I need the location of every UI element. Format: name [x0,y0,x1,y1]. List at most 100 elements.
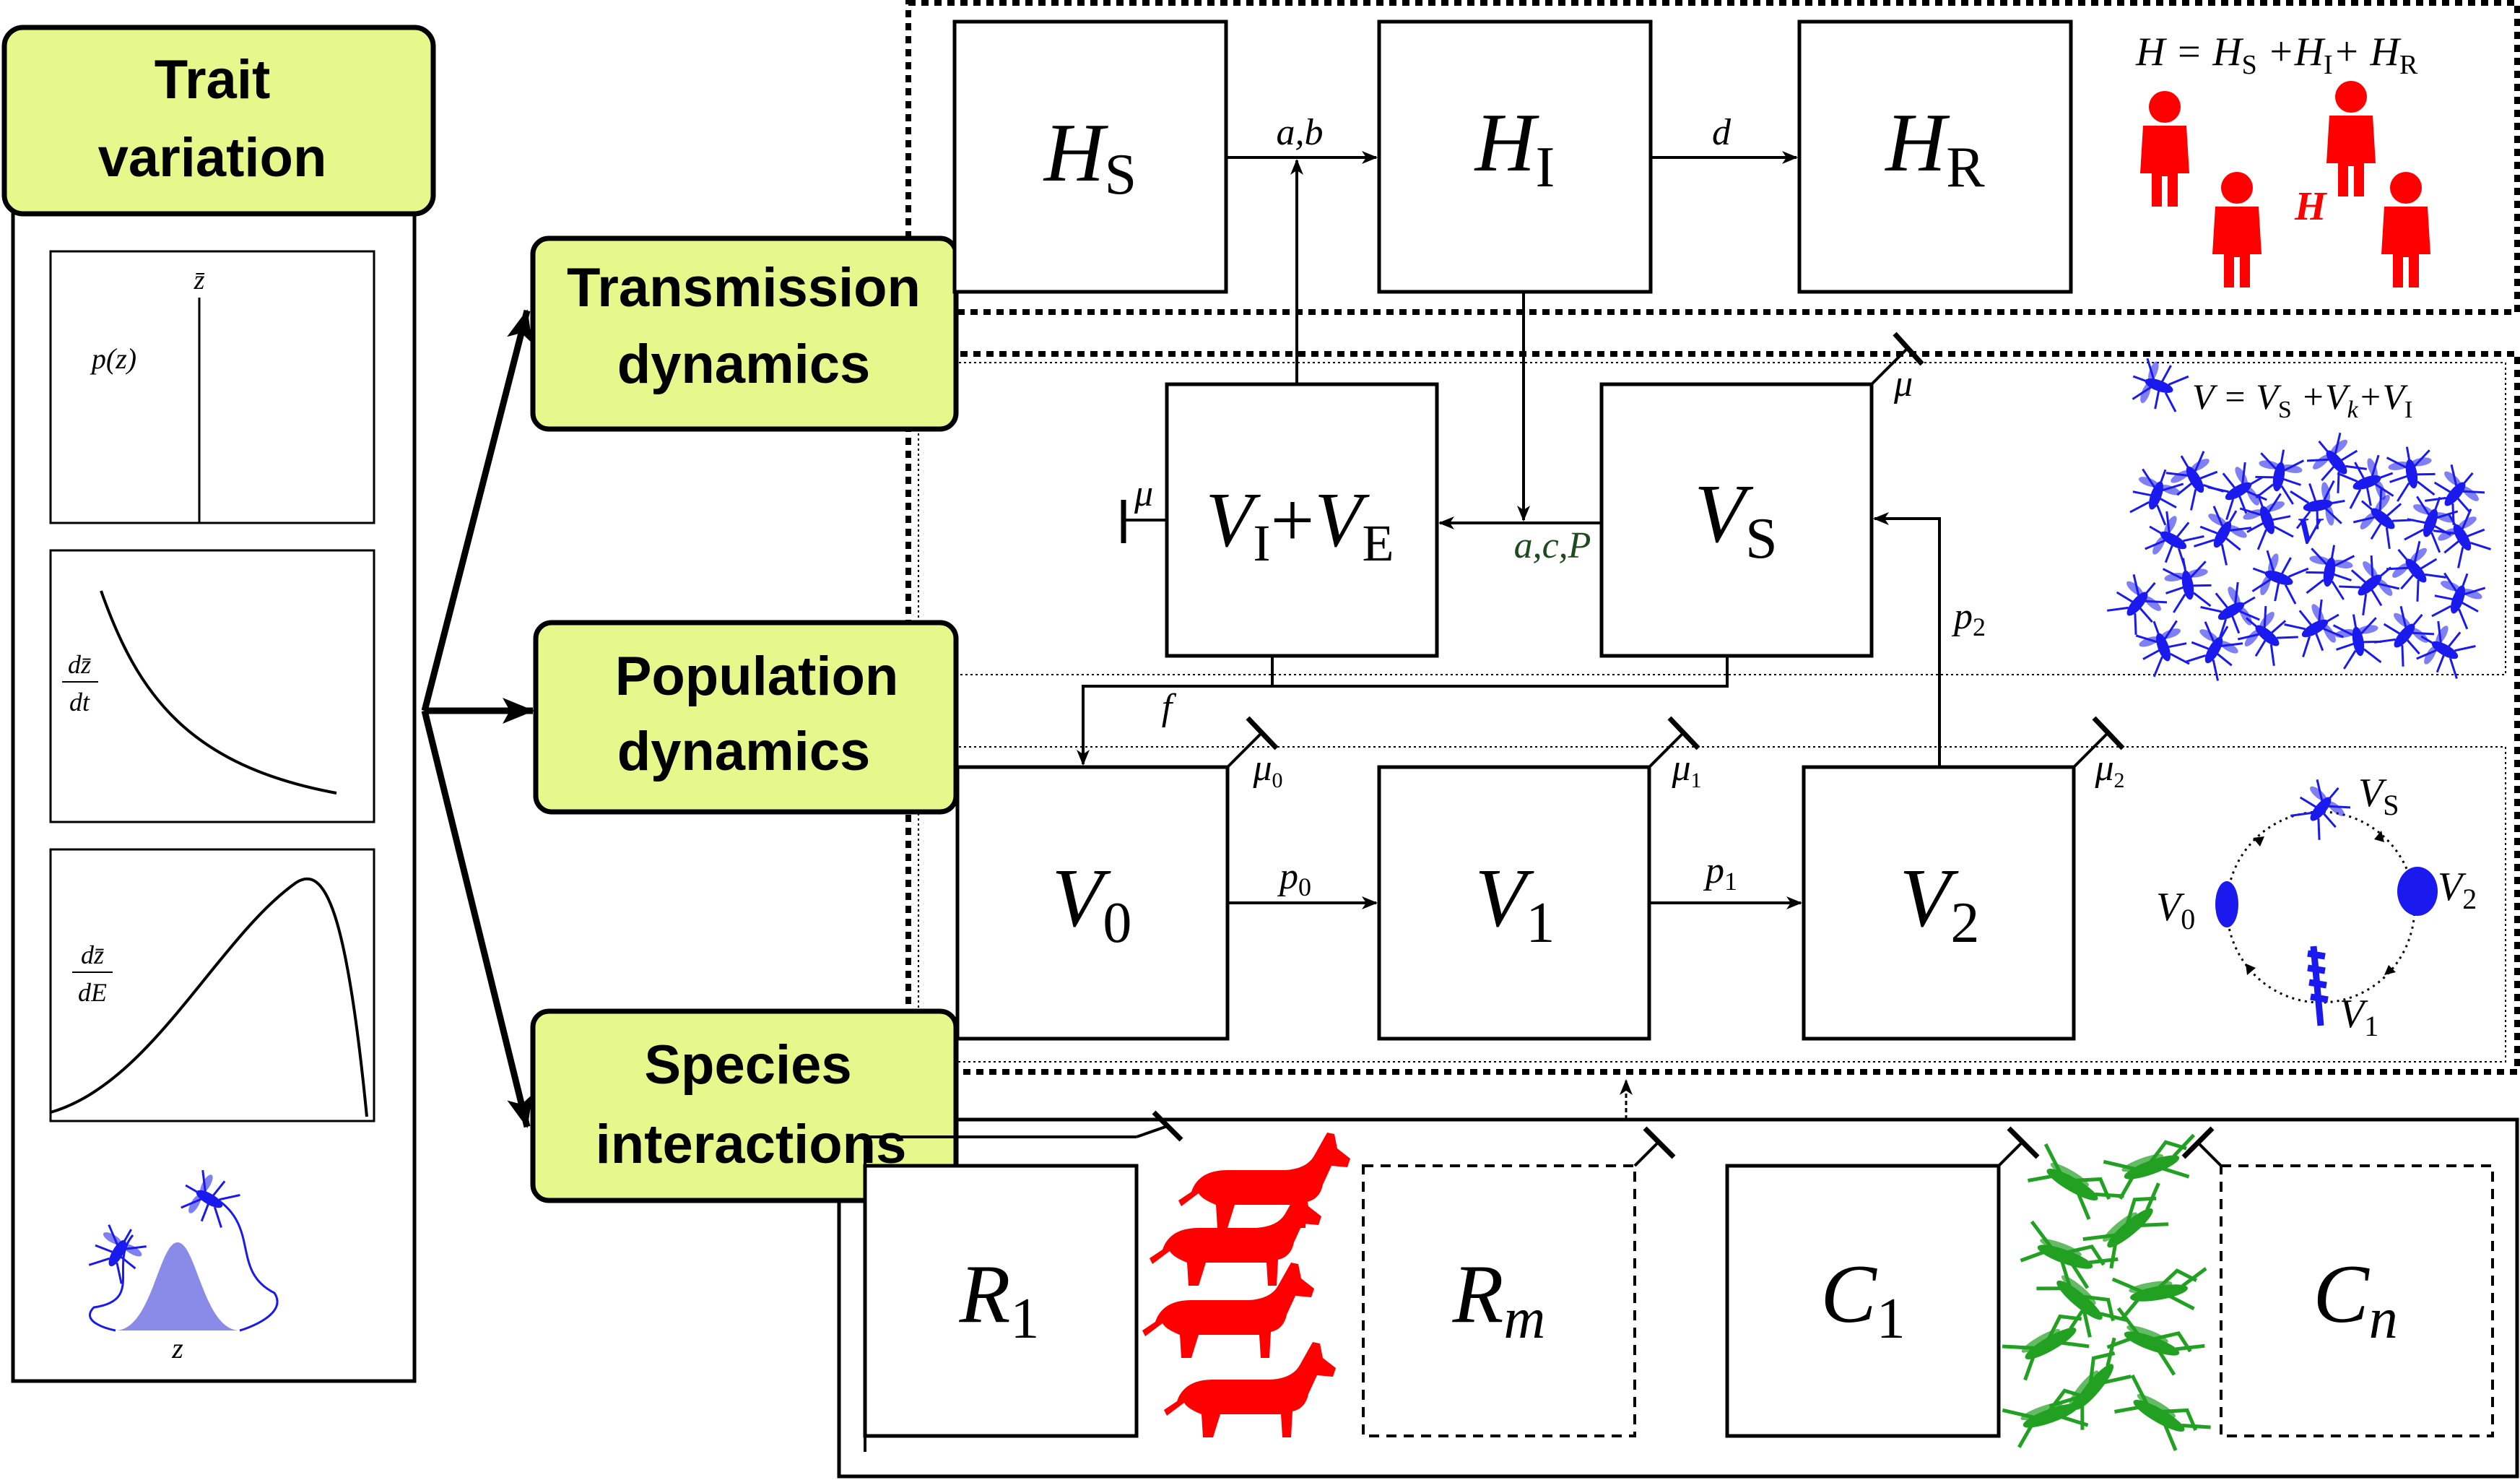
box-C1: C1 [1725,1164,2001,1438]
svg-text:interactions: interactions [596,1114,907,1175]
competitor-grasshopper-icon [2111,1375,2214,1460]
trait-distribution-line-left [89,1234,134,1332]
rate-p0: p0 [1277,856,1311,901]
human-person-icon-4 [2381,172,2430,287]
svg-text:Cn: Cn [2313,1248,2397,1351]
arrow-V2-VS [1873,512,1941,767]
swarm-mosquito-icon [2131,612,2195,680]
box-V0: V0 [955,765,1230,1041]
arrow-f-to-V0 [1077,656,1274,766]
competitor-swarm [2002,1130,2214,1460]
swarm-mosquito-icon [2180,613,2249,684]
trait-plot3-ylabel-num: dz̄ [81,940,104,969]
connector-arrows [421,309,534,1128]
life-cycle: VS V0 V2 V1 [2156,771,2477,1042]
vector-equation: V = VS +Vk+VI [2192,376,2412,423]
reservoir-zebra-icon-1 [1178,1133,1350,1228]
competitor-grasshopper-icon [2024,1144,2127,1229]
trait-plot1-ylabel: p(z) [90,342,136,375]
mortality-VS-bar [1893,332,1924,366]
human-label: H [2294,184,2327,229]
svg-text:VS: VS [1694,468,1777,571]
box-V2: V2 [1802,765,2076,1041]
human-person-icon-1 [2140,91,2189,207]
cycle-adult-icon [2286,771,2358,844]
trait-title-box [1,25,436,217]
trait-plot2-ylabel-num: dz̄ [68,650,91,679]
trait-plot1-mean-label: z̄ [194,265,205,295]
svg-text:R1: R1 [959,1248,1040,1351]
svg-text:V0: V0 [1052,852,1132,955]
svg-text:V1: V1 [2339,992,2378,1042]
svg-text:V1: V1 [1475,852,1555,955]
cycle-pupa-icon [2397,867,2438,916]
species-frame [837,1117,2519,1479]
box-Cn: Cn [2220,1164,2494,1437]
trait-plot-rate [49,549,375,823]
blocker-Cn [2181,1126,2223,1167]
box-VIE: VI+VE [1165,382,1439,658]
trait-distribution-line-right [216,1198,279,1332]
svg-text:dynamics: dynamics [617,334,871,395]
svg-text:HS: HS [1043,107,1137,207]
svg-text:Rm: Rm [1452,1248,1546,1351]
trait-title-line1: Trait [155,49,271,111]
svg-text:V2: V2 [1900,852,1980,955]
svg-text:VI+VE: VI+VE [1206,477,1394,572]
rate-p2: p2 [1951,596,1986,641]
mortality-V0: μ0 [1226,716,1283,792]
swarm-mosquito-icon [2159,553,2216,615]
cycle-larva-icon [2307,945,2329,1026]
human-person-icon-2 [2326,81,2376,196]
mortality-V2: μ2 [2072,716,2125,792]
svg-text:dynamics: dynamics [617,721,871,782]
reservoir-zebra-icon-3 [1142,1263,1314,1358]
competitor-grasshopper-icon [2113,1263,2212,1322]
svg-text:μ0: μ0 [1252,748,1282,792]
trait-plot2-ylabel-den: dt [69,688,90,717]
trait-plot2-curve [100,590,337,795]
svg-text:μ1: μ1 [1671,748,1701,792]
rate-ab: a,b [1277,112,1324,153]
label-species: Species interactions [530,1008,959,1203]
vector-swarm [2103,425,2496,684]
svg-text:Population: Population [615,646,899,707]
trait-plot-distribution [49,250,375,524]
swarm-mosquito-icon [2137,505,2207,574]
box-HI: HI [1377,20,1653,294]
box-VS: VS [1599,382,1874,658]
vector-eq-mosquito-icon [2124,353,2191,417]
rate-f: f [1162,687,1177,728]
svg-text:V2: V2 [2438,865,2477,915]
cycle-egg-icon [2215,881,2238,927]
swarm-mosquito-icon [2103,566,2174,639]
svg-text:μ2: μ2 [2094,748,2124,792]
swarm-mosquito-icon [2408,615,2479,684]
swarm-mosquito-icon [2160,443,2229,514]
svg-text:V0: V0 [2156,885,2195,935]
trait-distribution-label: z [171,1332,183,1364]
transmission-frame [905,0,2520,315]
trait-title-line2: variation [98,127,327,189]
human-equation: H = HS +HI+ HR [2135,30,2418,80]
vector-adult-band [918,362,2506,675]
label-population: Population dynamics [533,620,959,815]
rate-d: d [1712,112,1732,153]
svg-text:Species: Species [644,1034,851,1096]
mortality-V1: μ1 [1648,716,1702,792]
box-Rm: Rm [1362,1164,1636,1437]
swarm-mosquito-icon [2329,609,2386,671]
trait-plot3-ylabel-den: dE [78,978,107,1007]
swarm-mosquito-icon [2243,545,2311,610]
box-HS: HS [952,20,1228,294]
trait-panel: Trait variation z̄ p(z) dz̄ dt dz̄ dE z [1,25,436,1383]
box-R1: R1 [863,1164,1139,1438]
trait-plot-response [49,848,375,1122]
rate-p1: p1 [1703,850,1737,896]
vector-label: V [2296,511,2324,552]
box-V1: V1 [1377,765,1651,1041]
vector-juvenile-band [918,746,2506,1063]
rate-mu-VS: μ [1893,363,1913,404]
